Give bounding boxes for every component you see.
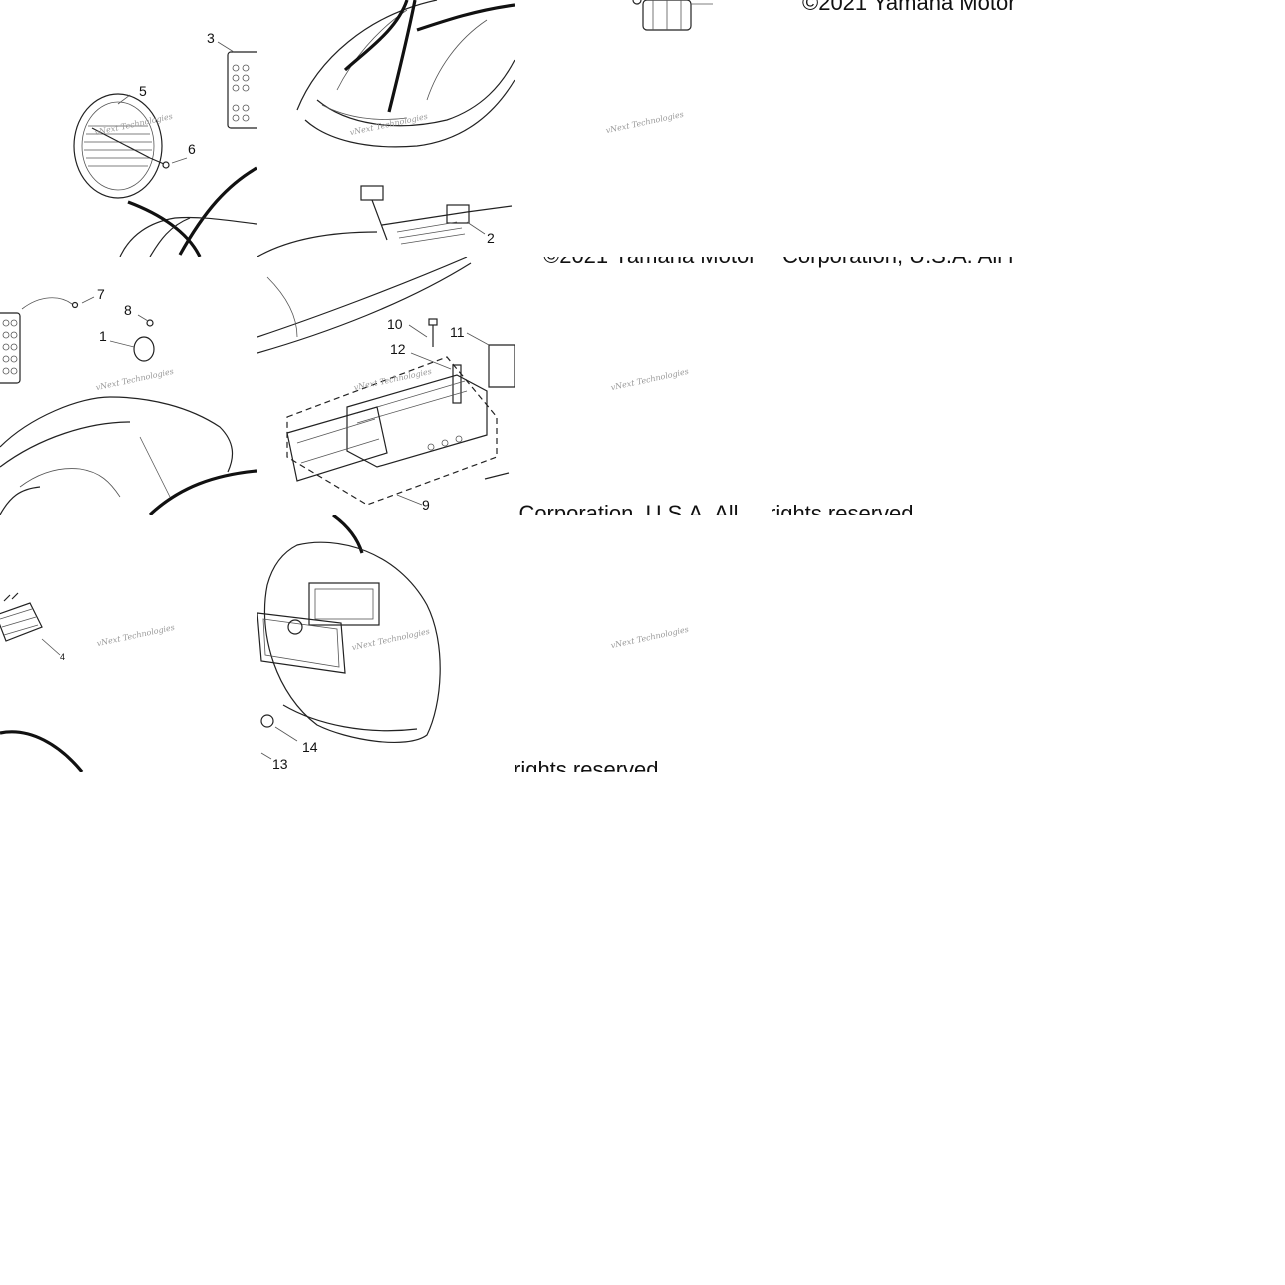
callout-11: 11	[450, 324, 465, 340]
hull-illustration	[0, 296, 257, 515]
speaker-illustration	[73, 41, 257, 257]
callout-1: 1	[99, 328, 107, 344]
connector-illustration	[632, 0, 713, 31]
callout-8: 8	[124, 302, 132, 318]
callout-10: 10	[387, 316, 403, 332]
diagram-tile-copyright-1: ©2021 Yamaha Motor	[772, 0, 1029, 257]
bow-illustration	[257, 0, 515, 257]
diagram-tile-connector: vNext Technologies	[515, 0, 772, 257]
dash-panel-illustration	[257, 515, 441, 760]
copyright-fragment: rights reserved.	[515, 757, 665, 772]
bracket-illustration	[0, 592, 84, 772]
callout-14: 14	[302, 739, 318, 755]
diagram-tile-bow: 2 vNext Technologies	[257, 0, 515, 257]
diagram-tile-copyright-2: ©2021 Yamaha Motor r Corporation, U.S.A.…	[515, 257, 772, 515]
callout-6: 6	[188, 141, 196, 157]
copyright-fragment: ©2021 Yamaha Motor	[802, 0, 1016, 15]
copyright-fragment: Corporation, U.S.A. All r	[782, 257, 1016, 269]
watermark: vNext Technologies	[609, 624, 690, 651]
diagram-tile-dash-panel: 14 13 vNext Technologies	[257, 515, 515, 772]
callout-13: 13	[272, 756, 288, 772]
watermark: vNext Technologies	[609, 366, 690, 393]
copyright-fragment: r Corporation, U.S.A. All	[515, 501, 739, 515]
callout-3: 3	[207, 30, 215, 46]
diagram-tile-bracket: 4 vNext Technologies	[0, 515, 257, 772]
diagram-tile-hull: 7 8 1 vNext Technologies	[0, 257, 257, 515]
callout-5: 5	[139, 83, 147, 99]
diagram-tile-copyright-4: rights reserved. vNext Technologies	[515, 515, 772, 772]
diagram-tile-speaker: 3 5 6 vNext Technologies	[0, 0, 257, 257]
callout-9: 9	[422, 497, 430, 513]
copyright-fragment: rights reserved.	[772, 501, 920, 515]
callout-7: 7	[97, 286, 105, 302]
stereo-illustration	[257, 257, 515, 506]
callout-4: 4	[60, 652, 66, 662]
diagram-tile-stereo: 10 11 12 9 vNext Technologies	[257, 257, 515, 515]
diagram-tile-copyright-3: Corporation, U.S.A. All r rights reserve…	[772, 257, 1029, 515]
callout-12: 12	[390, 341, 406, 357]
callout-2: 2	[487, 230, 495, 246]
copyright-fragment: ©2021 Yamaha Motor	[543, 257, 757, 269]
